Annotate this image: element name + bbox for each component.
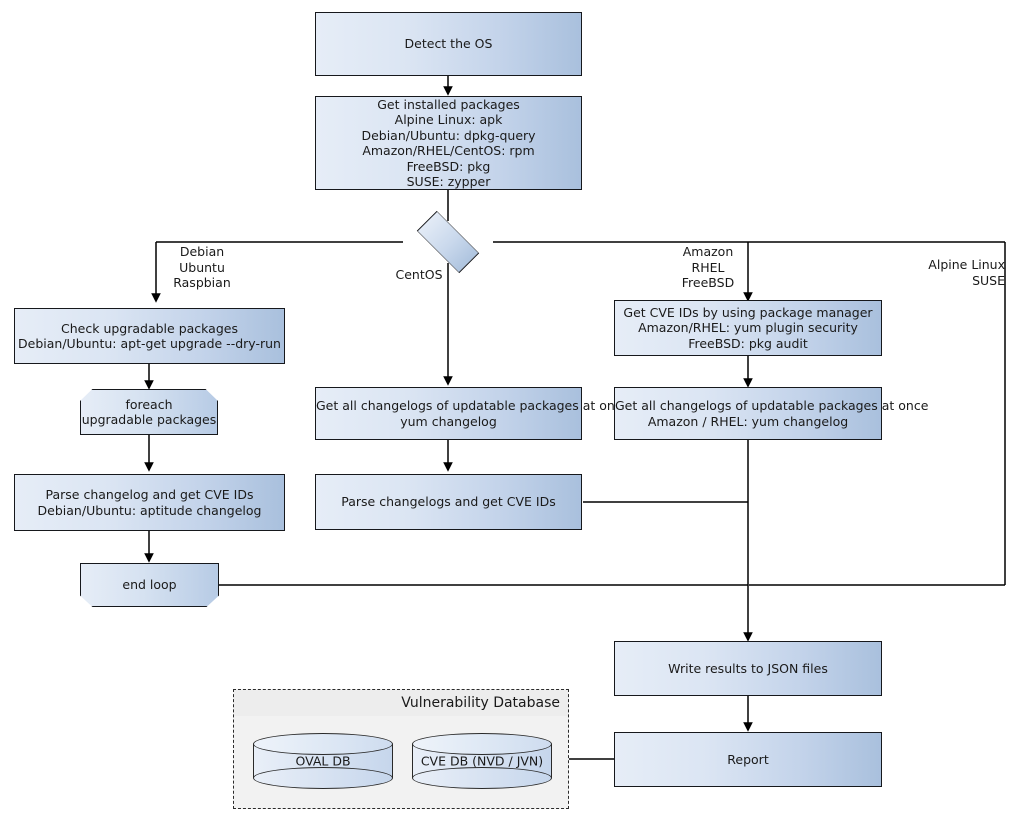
node-write-json[interactable]: Write results to JSON files	[614, 641, 882, 696]
node-detect-os[interactable]: Detect the OS	[315, 12, 582, 76]
node-os-decision[interactable]	[416, 210, 480, 274]
node-changelogs-centos-label: Get all changelogs of updatable packages…	[316, 398, 630, 429]
node-changelogs-rhel[interactable]: Get all changelogs of updatable packages…	[614, 387, 929, 440]
node-parse-changelogs-centos-label: Parse changelogs and get CVE IDs	[341, 494, 556, 510]
db-cve-label: CVE DB (NVD / JVN)	[420, 753, 544, 769]
node-report[interactable]: Report	[614, 732, 882, 787]
db-cve-bottom	[412, 767, 552, 789]
node-end-loop-label: end loop	[122, 577, 177, 593]
db-cve[interactable]: CVE DB (NVD / JVN)	[412, 733, 552, 789]
group-vulnerability-database-title: Vulnerability Database	[234, 690, 568, 716]
db-oval-bottom	[253, 767, 393, 789]
db-oval-label: OVAL DB	[295, 753, 351, 769]
branch-label-centos: CentOS	[395, 267, 443, 282]
node-write-json-label: Write results to JSON files	[668, 660, 828, 676]
node-parse-changelogs-centos[interactable]: Parse changelogs and get CVE IDs	[315, 474, 582, 530]
db-cve-top	[412, 733, 552, 755]
node-detect-os-label: Detect the OS	[404, 36, 493, 52]
node-changelogs-rhel-label: Get all changelogs of updatable packages…	[615, 398, 929, 429]
node-end-loop[interactable]: end loop	[80, 563, 219, 607]
db-oval-top	[253, 733, 393, 755]
group-vulnerability-database: Vulnerability Database OVAL DB CVE DB (N…	[233, 689, 569, 809]
db-oval[interactable]: OVAL DB	[253, 733, 393, 789]
node-changelogs-centos[interactable]: Get all changelogs of updatable packages…	[315, 387, 630, 440]
node-report-label: Report	[727, 751, 769, 767]
